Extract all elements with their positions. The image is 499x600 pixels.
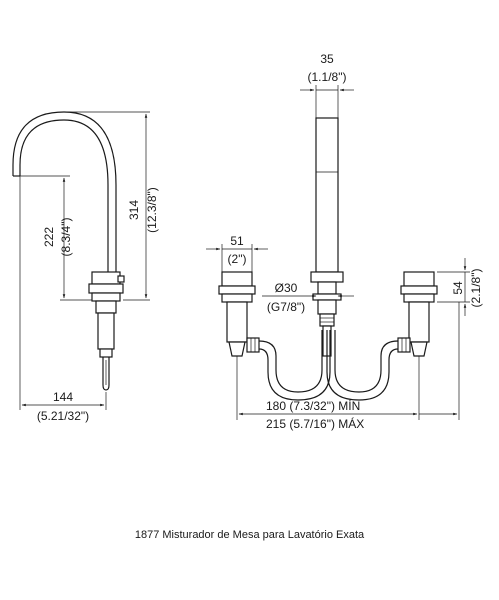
shank bbox=[97, 312, 115, 350]
dimension-54: 54 (2.1/8") bbox=[437, 258, 483, 316]
drawing-caption: 1877 Misturador de Mesa para Lavatório E… bbox=[134, 529, 365, 541]
dim-314-in: (12.3/8") bbox=[145, 187, 159, 233]
dim-51-mm: 51 bbox=[230, 234, 244, 248]
dimension-144: 144 (5.21/32") bbox=[19, 176, 107, 423]
dim-144-mm: 144 bbox=[53, 390, 73, 404]
dimension-314: 314 (12.3/8") bbox=[64, 111, 159, 301]
spout-collar bbox=[91, 271, 121, 285]
dimension-222: 222 (8.3/4") bbox=[20, 175, 92, 301]
side-view-faucet bbox=[12, 111, 125, 391]
front-view-faucet bbox=[218, 117, 438, 401]
dimension-30: Ø30 (G7/8") bbox=[262, 281, 354, 314]
dim-30-in: (G7/8") bbox=[267, 300, 305, 314]
dim-314-mm: 314 bbox=[127, 200, 141, 220]
dim-180: 180 (7.3/32") MÍN bbox=[266, 398, 360, 413]
dim-30-mm: Ø30 bbox=[275, 281, 298, 295]
dim-222-mm: 222 bbox=[42, 227, 56, 247]
dim-215: 215 (5.7/16") MÁX bbox=[266, 416, 364, 431]
mounting-plate bbox=[91, 292, 121, 302]
dimension-180-215: 180 (7.3/32") MÍN 215 (5.7/16") MÁX bbox=[236, 302, 460, 431]
right-handle bbox=[403, 271, 435, 287]
dim-35-in: (1.1/8") bbox=[308, 70, 347, 84]
dim-222-in: (8.3/4") bbox=[59, 218, 73, 257]
dim-54-in: (2.1/8") bbox=[469, 269, 483, 308]
dimension-35: 35 (1.1/8") bbox=[300, 52, 354, 118]
spout-column bbox=[315, 117, 339, 273]
dim-51-in: (2") bbox=[228, 252, 247, 266]
dim-35-mm: 35 bbox=[320, 52, 334, 66]
left-handle bbox=[221, 271, 253, 287]
dim-54-mm: 54 bbox=[451, 281, 465, 295]
dim-144-in: (5.21/32") bbox=[37, 409, 89, 423]
dimension-51: 51 (2") bbox=[206, 234, 268, 272]
center-coupling bbox=[319, 313, 335, 327]
